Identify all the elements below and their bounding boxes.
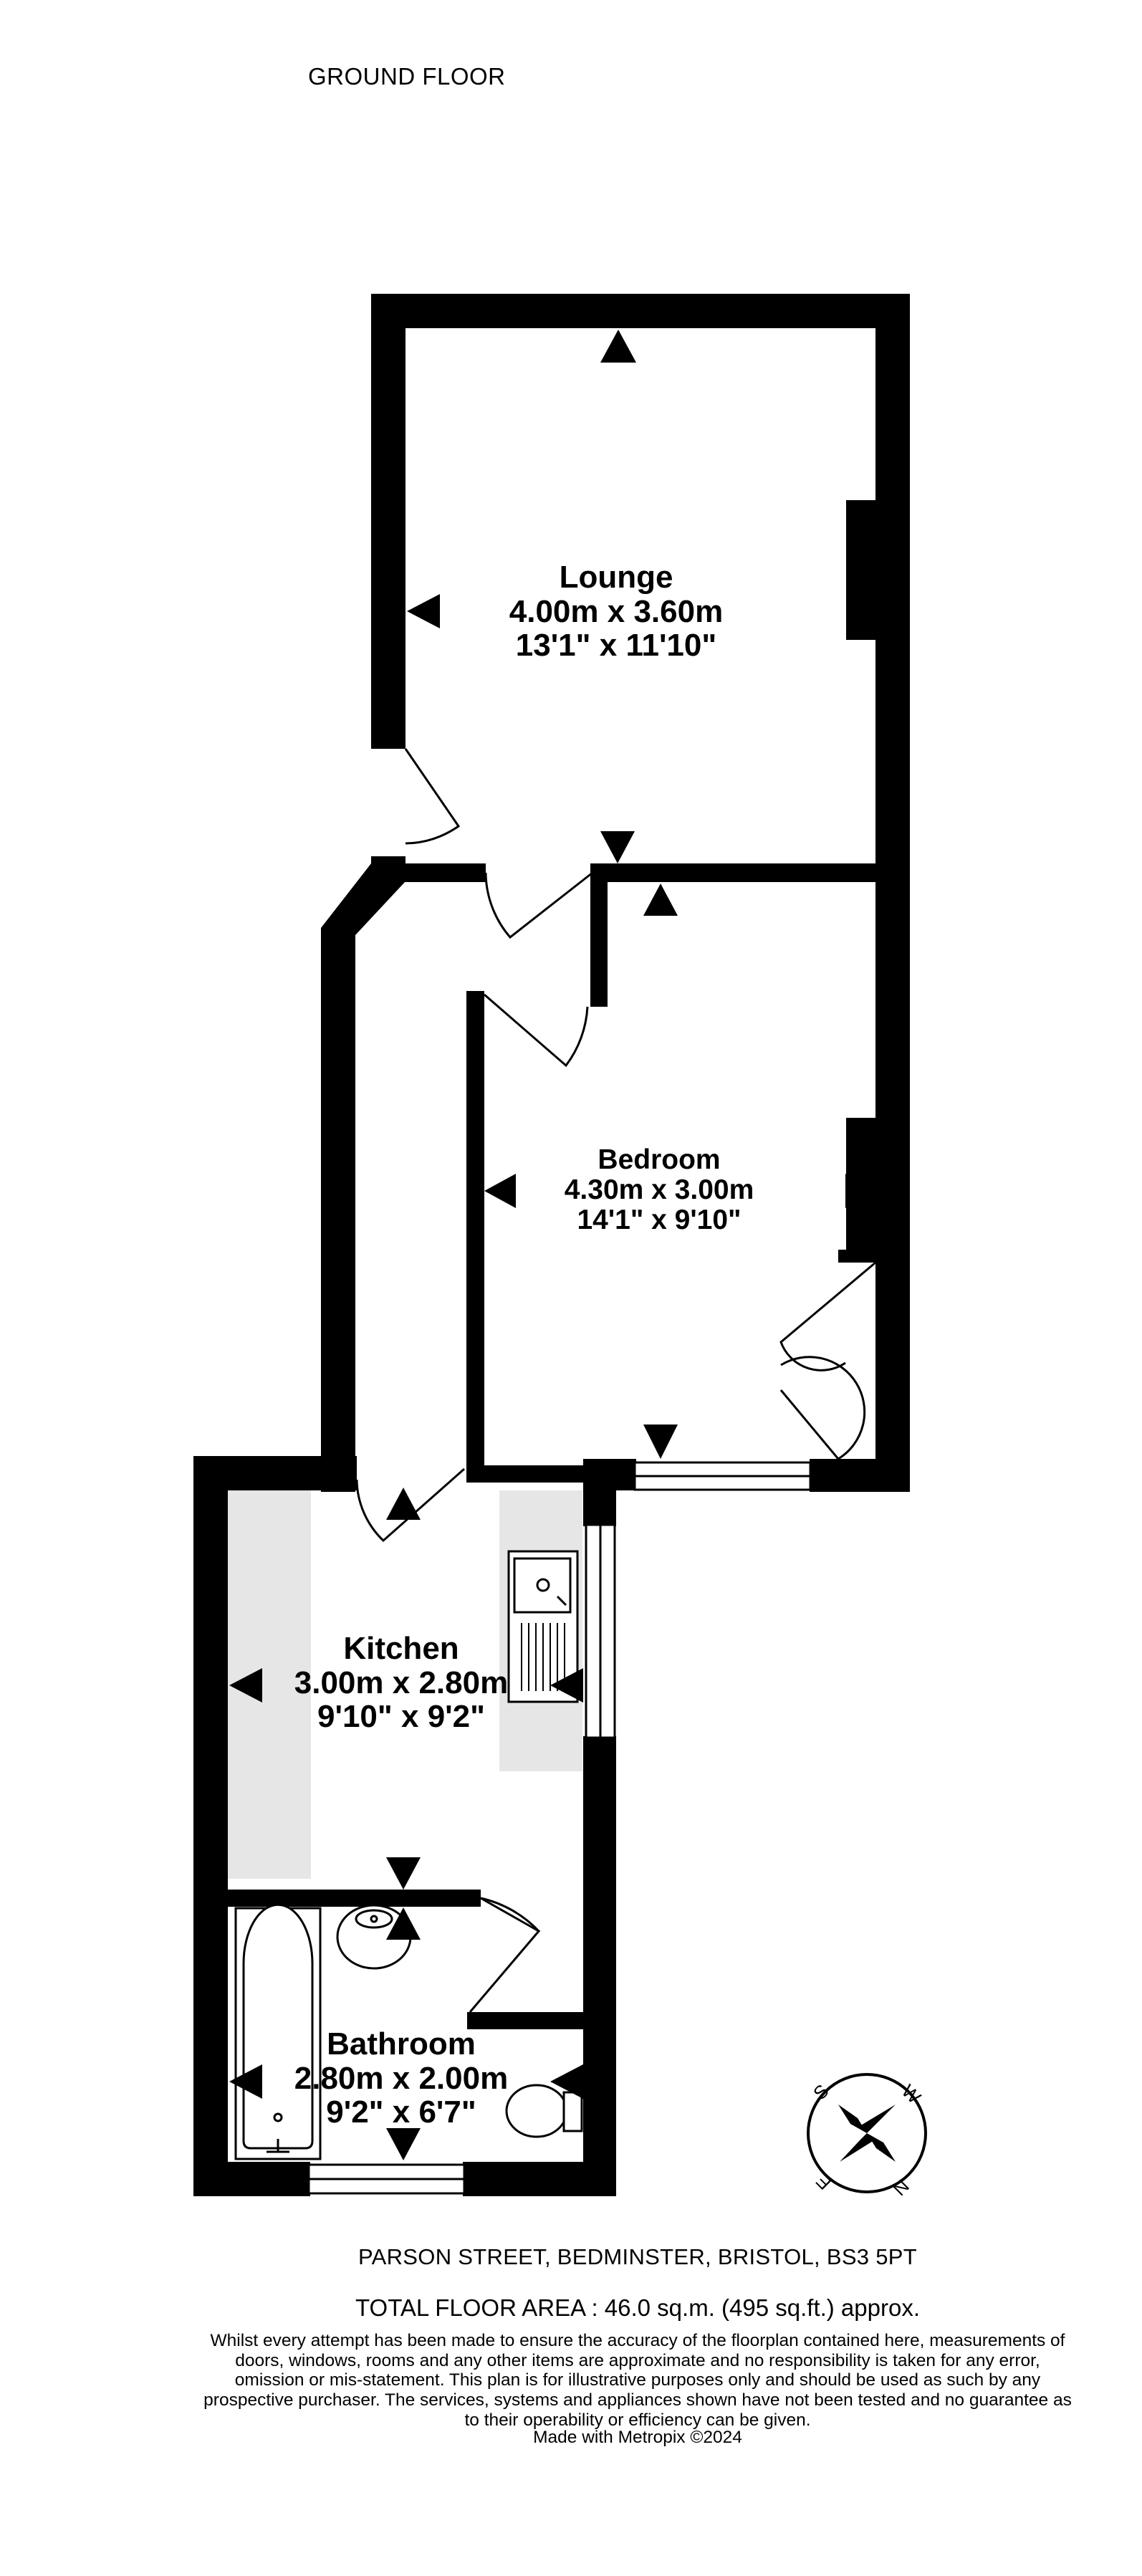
- room-label-kitchen: Kitchen 3.00m x 2.80m 9'10" x 9'2": [236, 1632, 566, 1734]
- door-bathroom: [469, 1897, 541, 2013]
- wall: [590, 863, 608, 1007]
- wall: [193, 2162, 310, 2196]
- floor-label: GROUND FLOOR: [308, 63, 506, 90]
- compass-needle: [840, 2105, 896, 2162]
- door-bedroom-cupboard: [779, 1261, 876, 1460]
- door-hall-lounge: [484, 871, 593, 939]
- wall: [467, 2012, 583, 2029]
- wall: [401, 863, 486, 882]
- basin: [336, 1904, 412, 1970]
- wall: [228, 1890, 481, 1907]
- wall: [838, 1250, 878, 1263]
- room-metric: 4.30m x 3.00m: [564, 1174, 754, 1206]
- wall: [321, 928, 355, 1492]
- room-imperial: 14'1" x 9'10": [577, 1205, 742, 1236]
- room-name: Lounge: [559, 560, 673, 595]
- room-metric: 2.80m x 2.00m: [294, 2060, 509, 2096]
- measurement-arrows: [229, 330, 876, 2160]
- door-lounge: [404, 748, 461, 845]
- room-metric: 3.00m x 2.80m: [294, 1665, 509, 1700]
- room-name: Bedroom: [598, 1144, 721, 1175]
- walls: [193, 294, 910, 2196]
- wall: [463, 2162, 616, 2196]
- kitchen-sink: [507, 1550, 579, 1703]
- wall: [193, 1456, 228, 2196]
- windows: [307, 1461, 812, 2195]
- room-imperial: 9'2" x 6'7": [326, 2094, 476, 2130]
- toilet: [505, 2084, 583, 2138]
- wall: [810, 1459, 910, 1492]
- room-imperial: 9'10" x 9'2": [317, 1699, 485, 1735]
- room-metric: 4.00m x 3.60m: [509, 593, 724, 629]
- made-with-credit: Made with Metropix ©2024: [533, 2428, 742, 2447]
- wall: [466, 1465, 588, 1483]
- wall: [583, 1490, 616, 1526]
- doors: [355, 748, 876, 2013]
- room-label-bedroom: Bedroom 4.30m x 3.00m 14'1" x 9'10": [516, 1144, 802, 1236]
- property-address: PARSON STREET, BEDMINSTER, BRISTOL, BS3 …: [358, 2244, 918, 2269]
- wall: [583, 1736, 616, 2196]
- disclaimer: Whilst every attempt has been made to en…: [203, 2331, 1072, 2430]
- wall: [592, 863, 879, 882]
- wall: [466, 991, 484, 1475]
- wall: [583, 1459, 636, 1490]
- wall: [371, 294, 406, 749]
- room-name: Kitchen: [343, 1631, 459, 1666]
- room-imperial: 13'1" x 11'10": [515, 628, 717, 664]
- wall: [321, 863, 406, 935]
- compass: S W N E: [807, 2073, 927, 2200]
- room-name: Bathroom: [327, 2026, 476, 2062]
- room-label-bathroom: Bathroom 2.80m x 2.00m 9'2" x 6'7": [236, 2027, 566, 2130]
- wall: [875, 294, 910, 1492]
- wall: [371, 294, 910, 328]
- total-floor-area: TOTAL FLOOR AREA : 46.0 sq.m. (495 sq.ft…: [355, 2294, 921, 2321]
- room-label-lounge: Lounge 4.00m x 3.60m 13'1" x 11'10": [437, 560, 795, 663]
- door-kitchen: [355, 1467, 465, 1543]
- door-bedroom: [484, 993, 589, 1068]
